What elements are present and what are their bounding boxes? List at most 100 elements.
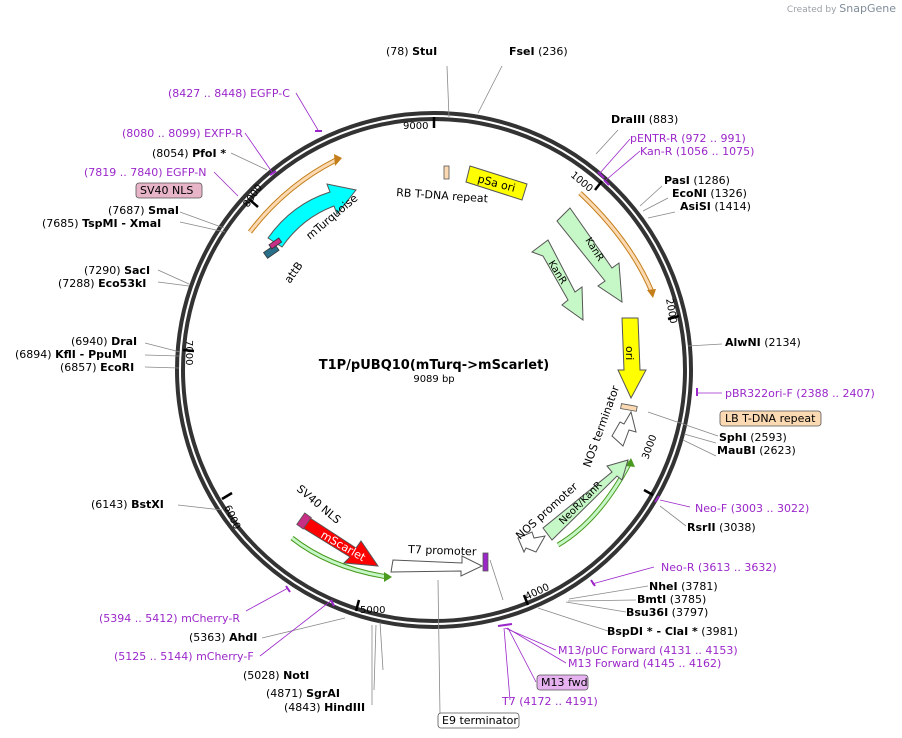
map-title: T1P/pUBQ10(mTurq->mScarlet): [319, 358, 550, 373]
feature-mturquoise[interactable]: [267, 183, 357, 248]
primer-pentr-r[interactable]: pENTR-R: [630, 132, 678, 145]
svg-text:DraIII (883): DraIII (883): [611, 113, 678, 126]
enzyme-sphi[interactable]: SphI: [719, 431, 747, 444]
feature-kanr-2[interactable]: [556, 207, 623, 303]
feature-psa-ori[interactable]: [465, 165, 528, 201]
svg-text:Kan-R (1056 .. 1075): Kan-R (1056 .. 1075): [640, 145, 754, 158]
primer-range-egfp-c: (8427 .. 8448): [168, 87, 247, 100]
svg-text:pBR322ori-F (2388 .. 2407): pBR322ori-F (2388 .. 2407): [725, 387, 875, 400]
primer-range-neo-r: (3613 .. 3632): [698, 561, 777, 574]
primer-range-pbr322ori-f: (2388 .. 2407): [796, 387, 875, 400]
credit-brand: SnapGene: [839, 2, 896, 15]
lb-tdna-box[interactable]: [719, 410, 822, 427]
enzyme-pos-drai: (6940): [71, 335, 108, 348]
feature-t7-marker[interactable]: [482, 552, 489, 572]
svg-text:BspDI * - ClaI * (3981): BspDI * - ClaI * (3981): [607, 625, 738, 638]
e9-terminator-box[interactable]: [437, 712, 520, 729]
primer-pbr322ori-f[interactable]: pBR322ori-F: [725, 387, 793, 400]
enzyme-saci[interactable]: SacI: [124, 264, 150, 277]
enzyme-rsrii[interactable]: RsrII: [687, 521, 716, 534]
primer-m13-forward[interactable]: M13 Forward: [568, 657, 639, 670]
credit-prefix: Created by: [786, 5, 837, 15]
feature-nos-promoter[interactable]: [517, 531, 546, 554]
primer-egfp-n[interactable]: EGFP-N: [166, 166, 206, 179]
feature-rb-tdna-marker[interactable]: [443, 165, 450, 180]
enzyme-maubi[interactable]: MauBI: [717, 444, 756, 457]
svg-text:Neo-F (3003 .. 3022): Neo-F (3003 .. 3022): [695, 502, 809, 515]
feature-mscarlet[interactable]: [302, 517, 380, 567]
enzyme-nhei[interactable]: NheI: [649, 580, 678, 593]
leader-lines: [144, 65, 723, 715]
arrowhead: [626, 458, 635, 467]
enzyme-hindiii[interactable]: HindIII: [324, 701, 365, 714]
tick-2000: 2000: [663, 298, 678, 325]
primer-labels: (8427 .. 8448) EGFP-C (8080 .. 8099) EXF…: [84, 87, 875, 708]
enzyme-alwni[interactable]: AlwNI: [725, 336, 761, 349]
feature-arc-green-bottom-fill: [291, 536, 389, 579]
enzyme-noti[interactable]: NotI: [283, 669, 309, 682]
enzyme-bstxi[interactable]: BstXI: [131, 498, 164, 511]
tick-marks: [182, 117, 680, 612]
svg-text:SphI (2593): SphI (2593): [719, 431, 787, 444]
feature-lb-tdna-marker[interactable]: [620, 403, 638, 412]
feature-sv40-nls-top[interactable]: [268, 237, 283, 250]
enzyme-asisi[interactable]: AsiSI: [680, 200, 711, 213]
enzyme-pasi[interactable]: PasI: [664, 174, 690, 187]
primer-exfp-r[interactable]: EXFP-R: [204, 127, 243, 140]
enzyme-draiii[interactable]: DraIII: [611, 113, 645, 126]
primer-neo-r[interactable]: Neo-R: [661, 561, 695, 574]
tick-5000: 5000: [360, 605, 385, 616]
primer-neo-f[interactable]: Neo-F: [695, 502, 727, 515]
feature-neor-kanr[interactable]: [542, 459, 629, 541]
svg-text:(7687) SmaI: (7687) SmaI: [108, 204, 179, 217]
svg-text:T7 (4172 .. 4191): T7 (4172 .. 4191): [501, 695, 598, 708]
enzyme-kfli-ppumi[interactable]: KflI - PpuMI: [55, 348, 127, 361]
svg-text:(7819 .. 7840) EGFP-N: (7819 .. 7840) EGFP-N: [84, 166, 206, 179]
enzyme-pos-ecori: (6857): [60, 361, 97, 374]
svg-text:RsrII (3038): RsrII (3038): [687, 521, 756, 534]
enzyme-ecori[interactable]: EcoRI: [100, 361, 134, 374]
feature-kanr-1[interactable]: [530, 239, 584, 321]
svg-text:AsiSI (1414): AsiSI (1414): [680, 200, 751, 213]
enzyme-bmti[interactable]: BmtI: [637, 593, 666, 606]
enzyme-eco53ki[interactable]: Eco53kI: [98, 277, 146, 290]
primer-kan-r[interactable]: Kan-R: [640, 145, 673, 158]
feature-sv40-nls-bottom[interactable]: [296, 512, 312, 530]
enzyme-sgrai[interactable]: SgrAI: [306, 687, 340, 700]
enzyme-econi[interactable]: EcoNI: [672, 187, 707, 200]
primer-t7[interactable]: T7: [501, 695, 516, 708]
enzyme-pos-asisi: (1414): [714, 200, 751, 213]
enzyme-stui[interactable]: StuI: [412, 45, 437, 58]
enzyme-ahdi[interactable]: AhdI: [229, 631, 257, 644]
enzyme-labels: (78) StuI FseI (236) DraIII (883) PasI (…: [15, 45, 801, 714]
primer-mcherry-f[interactable]: mCherry-F: [196, 650, 254, 663]
enzyme-fsei[interactable]: FseI: [509, 45, 535, 58]
svg-text:(5394 .. 5412) mCherry-R: (5394 .. 5412) mCherry-R: [99, 612, 240, 625]
enzyme-pos-alwni: (2134): [764, 336, 801, 349]
feature-ori[interactable]: [617, 317, 647, 400]
primer-range-pentr-r: (972 .. 991): [681, 132, 746, 145]
svg-text:(5125 .. 5144) mCherry-F: (5125 .. 5144) mCherry-F: [114, 650, 254, 663]
primer-egfp-c[interactable]: EGFP-C: [250, 87, 290, 100]
arrowhead: [647, 289, 656, 298]
m13-fwd-box[interactable]: [536, 674, 589, 691]
primer-mcherry-r[interactable]: mCherry-R: [181, 612, 240, 625]
feature-arc-orange-right-fill: [578, 191, 654, 293]
svg-text:pENTR-R (972 .. 991): pENTR-R (972 .. 991): [630, 132, 746, 145]
feature-nos-terminator[interactable]: [611, 410, 637, 447]
enzyme-smai[interactable]: SmaI: [148, 204, 179, 217]
sv40-nls-box[interactable]: [135, 182, 203, 199]
feature-attb-block[interactable]: [262, 243, 280, 259]
enzyme-pfoi[interactable]: PfoI *: [192, 147, 226, 160]
enzyme-pos-pfoi: (8054): [152, 147, 189, 160]
enzyme-tspmi-xmai[interactable]: TspMI - XmaI: [82, 217, 161, 230]
svg-text:(8080 .. 8099) EXFP-R: (8080 .. 8099) EXFP-R: [122, 127, 243, 140]
enzyme-bsu36i[interactable]: Bsu36I: [626, 606, 668, 619]
primer-m13-puc-forward[interactable]: M13/pUC Forward: [558, 644, 656, 657]
label-attb: attB: [282, 259, 306, 285]
svg-text:(6940) DraI: (6940) DraI: [71, 335, 137, 348]
enzyme-drai[interactable]: DraI: [111, 335, 137, 348]
enzyme-bspdi-clai[interactable]: BspDI * - ClaI *: [607, 625, 698, 638]
feature-t7-promoter[interactable]: [390, 555, 484, 577]
svg-text:(4871) SgrAI: (4871) SgrAI: [266, 687, 340, 700]
